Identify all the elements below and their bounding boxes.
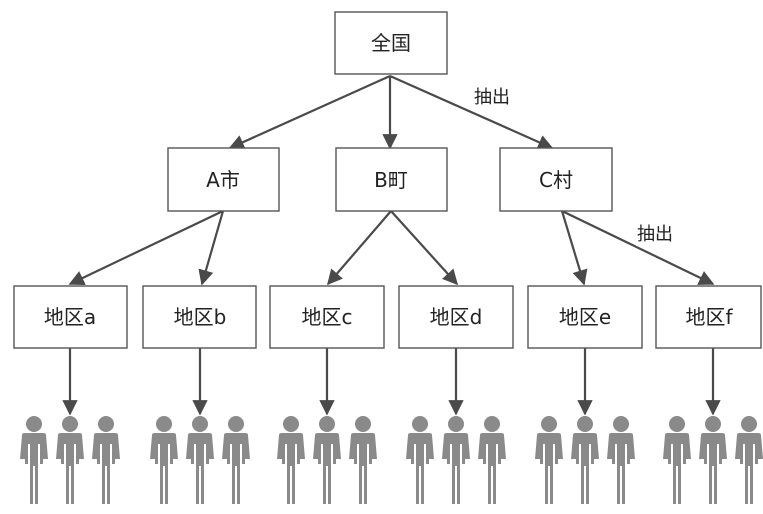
person-icon [150, 416, 178, 504]
edge-city-a-district-b [198, 210, 225, 286]
people-groups [20, 416, 763, 504]
node-national: 全国 [334, 11, 448, 75]
node-village-c-label: C村 [539, 168, 573, 192]
people-group [406, 416, 506, 504]
person-icon [349, 416, 377, 504]
person-icon [222, 416, 250, 504]
node-district-b: 地区b [142, 285, 257, 349]
node-district-a-label: 地区a [44, 305, 96, 329]
node-district-e-label: 地区e [559, 305, 611, 329]
person-icon [571, 416, 599, 504]
node-district-f: 地区f [655, 285, 762, 349]
person-icon [277, 416, 305, 504]
node-town-b: B町 [335, 147, 448, 212]
person-icon [186, 416, 214, 504]
person-icon [699, 416, 727, 504]
node-district-d: 地区d [398, 285, 514, 349]
edges [62, 74, 721, 416]
node-city-a: A市 [167, 147, 280, 212]
person-icon [535, 416, 563, 504]
node-district-a: 地区a [13, 285, 128, 349]
edge-town-b-district-c [326, 210, 392, 286]
node-district-b-label: 地区b [174, 305, 227, 329]
edge-label-extract-c: 抽出 [637, 224, 673, 245]
node-national-label: 全国 [371, 31, 411, 55]
person-icon [313, 416, 341, 504]
edge-village-c-district-e [560, 210, 588, 286]
node-district-f-label: 地区f [685, 305, 733, 329]
edge-city-a-district-a [68, 210, 224, 285]
node-district-e: 地区e [527, 285, 643, 349]
person-icon [735, 416, 763, 504]
edge-national-village-c [389, 74, 554, 150]
people-group [663, 416, 763, 504]
people-group [535, 416, 635, 504]
edge-village-c-district-f [561, 210, 715, 285]
person-icon [20, 416, 48, 504]
node-district-c: 地区c [269, 285, 385, 349]
node-village-c: C村 [499, 147, 613, 212]
edge-town-b-district-d [390, 210, 459, 286]
person-icon [92, 416, 120, 504]
node-town-b-label: B町 [374, 168, 408, 192]
edge-national-city-a [228, 74, 391, 150]
person-icon [406, 416, 434, 504]
person-icon [56, 416, 84, 504]
person-icon [607, 416, 635, 504]
node-district-c-label: 地区c [302, 305, 353, 329]
edge-label-extract-top: 抽出 [474, 87, 510, 108]
person-icon [478, 416, 506, 504]
people-group [20, 416, 120, 504]
people-group [150, 416, 250, 504]
person-icon [663, 416, 691, 504]
node-district-d-label: 地区d [430, 305, 483, 329]
node-city-a-label: A市 [206, 168, 240, 192]
people-group [277, 416, 377, 504]
person-icon [442, 416, 470, 504]
